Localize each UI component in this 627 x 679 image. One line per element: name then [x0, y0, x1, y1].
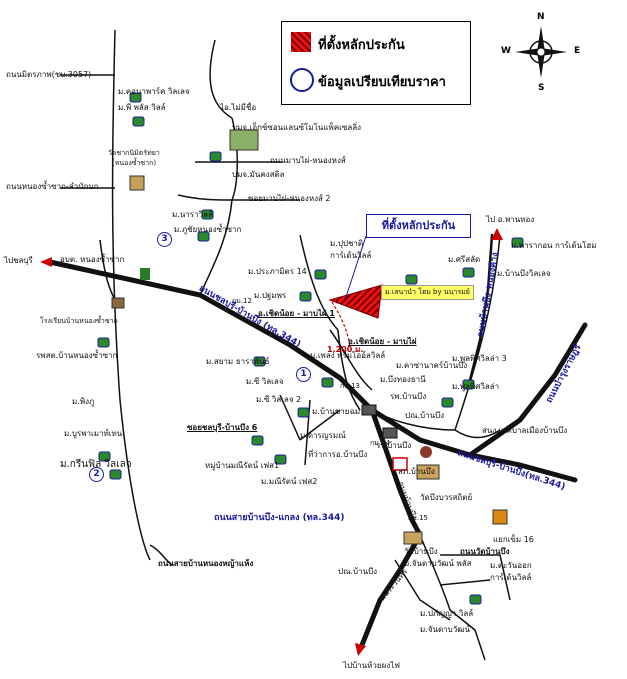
km-15: กม.15 — [408, 514, 428, 522]
site-marker — [328, 284, 383, 319]
place-plus: ม.พี พลัส วิลล์ — [118, 103, 166, 112]
place-hospital2: รพ.บ้านบึง — [390, 392, 427, 401]
place-school: โรงเรียนบ้านหนองซ้ำซาก — [40, 317, 118, 325]
place-bueng-thong: ม.บึงทองธานี — [380, 375, 426, 384]
place-pathum: ม.ปฐมพร — [254, 291, 287, 300]
place-nong-manee: หมู่บ้านมณีรัตน์ เฟส1 — [205, 461, 280, 470]
place-sri2: ม.ซี วิลเลจ 2 — [256, 395, 302, 404]
site-callout: ที่ตั้งหลักประกัน — [366, 214, 471, 238]
place-prapa: ม.ประภามิตร 14 — [248, 267, 307, 276]
road-south: ถนนสายบ้านบึง-แกลง (ทล.344) — [214, 513, 345, 523]
place-bueng-villa: ม.บ้านบึงวิลเลจ — [497, 269, 551, 278]
road-nong-samsak: ถนนหนองซ้ำซาก-สำนักบก — [6, 182, 99, 191]
place-tha-rakan: ที่ว่าการอ.บ้านบึง — [308, 450, 368, 459]
place-burapa: ม.บูรพาเมาท์เทน — [64, 429, 123, 438]
place-pappa: ปณ.บ้านบึง — [338, 567, 378, 576]
place-pataya: ม.ปภัญญา วิลล์ — [420, 609, 474, 618]
marker-2: 2 — [89, 467, 104, 482]
direction-arrows — [40, 228, 503, 656]
arrow-west — [40, 257, 52, 267]
place-srisan: ม.ศรีสลัด — [448, 255, 481, 264]
road-soi-mabpai: ซอยมาบไผ่-หนองหงส์ 2 — [248, 194, 331, 203]
place-hospital: รพสต.บ้านหนองซ้ำซาก — [36, 351, 118, 360]
place-darun: ม.ดารญรมณ์ — [300, 431, 346, 440]
place-ocean: ม.คอนาพาร์ค วิลเลจ — [118, 87, 190, 96]
compass-north: N — [537, 12, 545, 22]
place-manpong: บมจ.มันคงสติล — [232, 170, 285, 179]
road-bypass1: อ.เชิดน้อย - มาบไผ่ 1 — [258, 309, 335, 318]
place-narawin: ม.นาราวิลล์ — [172, 210, 213, 219]
distance-label: 1,200 ม. — [327, 345, 364, 354]
place-wat-nikhom: วัดชากนิมิตรัทยา — [108, 149, 160, 157]
place-puuphon: ม.พูลพิศวิลล่า 3 — [452, 354, 507, 363]
site-legend-swatch — [291, 32, 311, 52]
place-pupa2: การ์เด้นวิลล์ — [330, 251, 372, 260]
place-tessaban: สนง.เทศบาลเมืองบ้านบึง — [482, 426, 568, 435]
place-green: ม.กรีนฟิล วิลเลจ — [60, 459, 132, 470]
place-chantra: ม.จันดาบวัฒน์ พลัส — [404, 559, 472, 568]
arrow-north — [491, 228, 503, 240]
road-mabpai: ถนนมาบไผ่-หนองหงส์ — [270, 156, 346, 165]
km-13: กม.13 — [340, 382, 360, 390]
place-post: ปณ.บ้านบึง — [405, 411, 445, 420]
legend: ที่ตั้งหลักประกัน ข้อมูลเปรียบเทียบราคา — [281, 21, 471, 105]
place-nokgarden: บมจ.เอ็กซ์ซอนแลนซ์โมโนแพ็คเซลลิ่ง — [232, 123, 362, 132]
place-puuphon2: ม.พูลพิศวิลล่า — [452, 382, 500, 391]
marker-1: 1 — [296, 367, 311, 382]
site-legend-label: ที่ตั้งหลักประกัน — [318, 38, 405, 53]
km-12: กม.12 — [232, 297, 252, 305]
road-ban-nong-ya: ถนนสายบ้านหนองหญ้าแห้ง — [158, 559, 254, 568]
place-banchayom: ม.บ้านชายฉม — [312, 407, 361, 416]
compass-rose — [515, 26, 567, 78]
place-pupa: ม.ปุปชาติ — [330, 239, 364, 248]
road-wat-ban-bueng: ถนนวัดบ้านบึง — [460, 547, 510, 556]
compass-west: W — [501, 46, 511, 56]
place-hamtang: แยกเข็ม 16 — [493, 535, 534, 544]
marker-3: 3 — [157, 232, 172, 247]
place-watbueng2: วัดบ้านบึง — [404, 547, 438, 556]
compare-legend-swatch — [290, 68, 314, 92]
place-sayam: ม.สยาม ธาราพันธ์ — [206, 357, 270, 366]
place-tawan: ม.ตะวันออก — [490, 561, 532, 570]
compass-south: S — [538, 83, 545, 93]
place-manee2: ม.มณีรัตน์ เฟส2 — [261, 477, 318, 486]
place-pttapol: ม.พารากอน การ์เด้นโฮม — [511, 241, 597, 250]
compare-markers — [97, 92, 524, 605]
place-to-chonburi: ไปชลบุรี — [4, 256, 33, 265]
site-tag: ม.เสนานำ โฮม by นนารมย์ — [381, 285, 474, 300]
road-bypass2: อ.เชิดน้อย - มาบไผ่ — [348, 337, 417, 346]
compare-legend-label: ข้อมูลเปรียบเทียบราคา — [318, 75, 446, 90]
compass-east: E — [574, 46, 581, 56]
km-14: กม.14 — [370, 439, 390, 447]
road-soi-chonburi: ซอยชลบุรี-บ้านบึง 6 — [187, 423, 258, 432]
place-wat-nikhom2: (หนองซ้ำซาก) — [112, 159, 157, 167]
place-police: สภ.บ้านบึง — [398, 467, 435, 476]
arrow-south — [355, 643, 366, 656]
place-priam: ม.เพลง พรีมโออ์ลวิลล์ — [310, 351, 386, 360]
road-mitraphap: ถนนมิตรภาพ(ชบ.3057) — [6, 70, 92, 79]
place-obt: อบต. หนองซ้ำซาก — [60, 255, 125, 264]
place-kaenchan: ม.คาซ่านาคร์บ้านบึง — [396, 361, 468, 370]
place-school2: รร.บ้านบึง — [376, 441, 412, 450]
place-tawan2: การ์เด้นวิลล์ — [490, 573, 532, 582]
place-namsue: ไอ.ไม่มีชื่อ — [220, 103, 257, 112]
place-to-nongyai: ไปบ้านห้วยผงไฟ — [343, 661, 400, 670]
place-ping: ม.พิงภู — [72, 397, 95, 406]
place-to-phanthong: ไป อ.พานทอง — [486, 215, 535, 224]
place-chantra2: ม.จันดาบวัฒน์ — [420, 625, 470, 634]
place-sri: ม.ซี วิลเลจ — [246, 377, 284, 386]
place-puchai: ม.ภูชัยหนองซ้ำซาก — [174, 225, 242, 234]
place-wat-bueng: วัดบึงบวรสถิตย์ — [420, 493, 473, 502]
landmarks — [111, 129, 508, 545]
